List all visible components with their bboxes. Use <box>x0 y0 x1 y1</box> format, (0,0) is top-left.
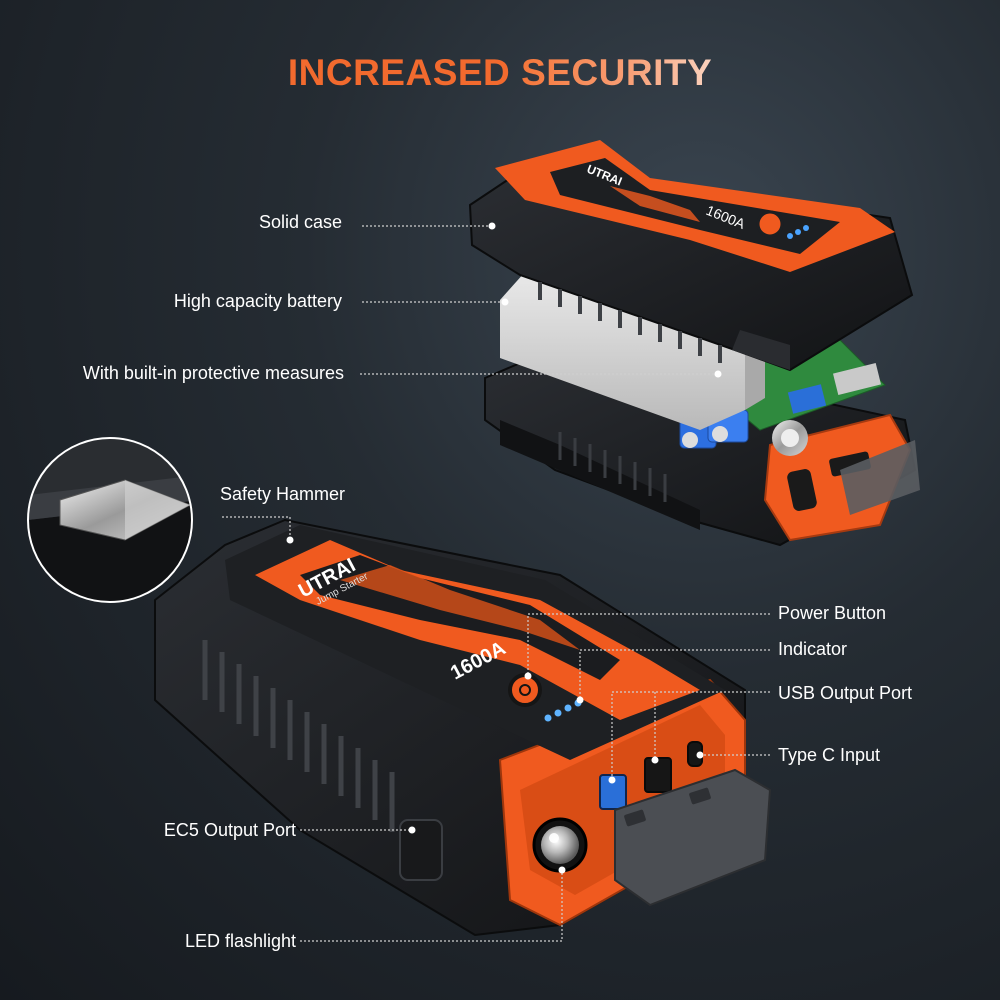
usb-port-graphic <box>599 774 627 810</box>
label-indicator: Indicator <box>778 639 848 659</box>
page-title: INCREASED SECURITY <box>0 52 1000 94</box>
exploded-view: 1600A UTRAI <box>468 140 920 547</box>
safety-hammer-zoom <box>27 437 193 603</box>
title-word-security: SECURITY <box>521 52 713 93</box>
main-device: UTRAI Jump Starter 1600A <box>154 518 772 937</box>
callout-lines <box>222 225 770 942</box>
power-button-graphic <box>508 673 542 707</box>
label-ec5-output: EC5 Output Port <box>163 820 296 840</box>
callout-dots <box>286 222 722 874</box>
bottom-shell <box>484 339 920 547</box>
indicator-led <box>554 709 562 717</box>
port-cover-flap <box>614 768 772 907</box>
label-safety-hammer: Safety Hammer <box>220 484 346 504</box>
indicator-led <box>564 704 572 712</box>
label-led-flashlight: LED flashlight <box>184 931 296 951</box>
indicator-led <box>544 714 552 722</box>
label-battery: High capacity battery <box>173 291 342 311</box>
label-protection: With built-in protective measures <box>82 363 344 383</box>
label-usb-output: USB Output Port <box>778 683 913 703</box>
label-power-button: Power Button <box>778 603 887 623</box>
label-type-c-input: Type C Input <box>778 745 881 765</box>
top-label-plate: 1600A UTRAI <box>495 140 895 272</box>
label-solid-case: Solid case <box>258 212 342 232</box>
ec5-port-graphic <box>399 819 443 881</box>
title-word-increased: INCREASED <box>287 52 511 93</box>
